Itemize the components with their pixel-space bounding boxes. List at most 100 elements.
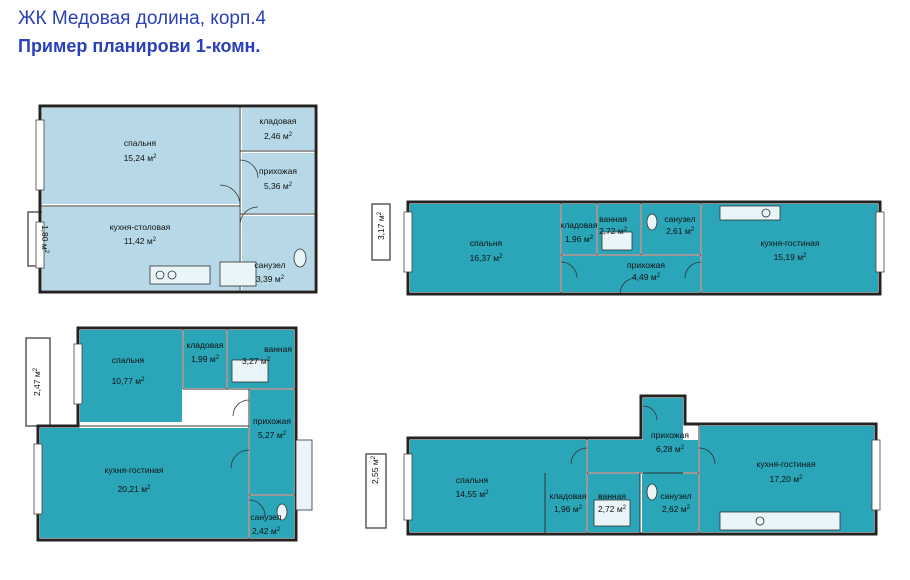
room-fill [562,204,596,254]
bathtub [219,261,257,287]
room-label: ванная [599,214,627,224]
balcony-area: 1,80 м2 [40,225,50,254]
balcony-2 [371,203,391,261]
page-subtitle: Пример планирови 1-комн. [18,36,261,56]
room-label: спальня [456,475,489,485]
room-label: прихожая [253,416,291,426]
room-fill [242,153,314,213]
room-area: 3,39 м2 [256,274,285,284]
balcony-4 [365,453,387,529]
room-label: прихожая [627,260,665,270]
door-swing [570,405,716,465]
room-label: спальня [124,138,157,148]
inner-walls [544,424,700,534]
floor-plan-2: спальня 16,37 м2 кладовая 1,96 м2 ванная… [371,200,885,296]
room-area: 2,72 м2 [599,226,628,236]
room-area: 10,77 м2 [112,376,146,386]
room-label: прихожая [259,166,297,176]
room-fill [42,108,239,204]
room-label: кладовая [550,491,587,501]
room-label: прихожая [651,430,689,440]
room-fill [250,390,294,494]
stove [755,516,765,526]
room-area: 2,62 м2 [662,504,691,514]
room-area: 20,21 м2 [118,484,152,494]
room-area: 14,55 м2 [456,489,490,499]
room-label: санузел [254,260,285,270]
room-fill [546,474,586,532]
room-area: 1,96 м2 [565,234,594,244]
room-label: ванная [598,491,626,501]
room-area: 5,27 м2 [258,430,287,440]
room-label: санузел [660,491,691,501]
room-area: 5,36 м2 [264,181,293,191]
room-fill [242,108,314,150]
floor-plan-1: спальня 15,24 м2 кладовая 2,46 м2 прихож… [27,104,318,294]
room-area: 17,20 м2 [770,474,804,484]
room-label: кладовая [260,116,297,126]
toilet [646,483,658,501]
room-label: ванная [264,344,292,354]
room-label: кладовая [561,220,598,230]
kitchen-counter [149,265,211,285]
room-area: 2,61 м2 [666,226,695,236]
room-fill [80,330,182,422]
window [33,443,43,515]
room-area: 6,28 м2 [656,444,685,454]
page-title: ЖК Медовая долина, корп.4 [18,8,267,29]
floor-plan-3: спальня 10,77 м2 кладовая 1,99 м2 ванная… [25,326,313,542]
room-fill [250,496,294,538]
room-label: спальня [112,355,145,365]
room-fill [562,256,700,292]
bathtub [593,499,631,527]
room-area: 4,49 м2 [632,272,661,282]
room-area: 2,42 м2 [252,526,281,536]
bathtub [231,359,269,383]
room-area: 15,19 м2 [774,252,808,262]
stove [155,270,165,280]
stove [167,270,177,280]
outer-wall [406,394,878,536]
room-area: 15,24 м2 [124,153,158,163]
door-swing [219,159,259,226]
kitchen-counter [719,511,841,531]
inner-walls [78,328,296,540]
toilet [293,248,307,268]
window [403,211,413,273]
stove [761,208,771,218]
window [871,439,881,511]
bathtub [601,231,633,251]
balcony-area: 2,47 м2 [32,367,42,396]
window [403,453,413,521]
room-label: спальня [470,238,503,248]
room-label: кухня-гостиная [761,238,820,248]
room-area: 2,72 м2 [598,504,627,514]
inner-walls [40,106,316,292]
room-fill [40,428,248,538]
inner-walls [560,202,702,294]
window [73,343,83,405]
window [875,211,885,273]
room-fill [184,330,226,388]
room-label: кухня-гостиная [757,459,816,469]
room-area: 3,27 м2 [242,356,271,366]
room-area: 11,42 м2 [124,236,157,246]
room-fill [642,474,698,532]
window [35,119,45,191]
balcony-area: 3,17 м2 [376,211,386,240]
room-area: 1,99 м2 [191,354,220,364]
room-label: кухня-гостиная [105,465,164,475]
room-label: кухня-столовая [110,222,171,232]
floor-plan-4: прихожая 6,28 м2 спальня 14,55 м2 кладов… [365,394,881,536]
door-swing [230,399,266,517]
room-area: 1,96 м2 [554,504,583,514]
room-fill [410,204,560,292]
balcony-3 [25,337,51,427]
balcony-area: 2,55 м2 [370,455,380,484]
kitchen-counter [295,439,313,511]
window [35,221,45,269]
room-fill [588,440,698,472]
room-area: 16,37 м2 [470,253,504,263]
room-label: санузел [664,214,695,224]
